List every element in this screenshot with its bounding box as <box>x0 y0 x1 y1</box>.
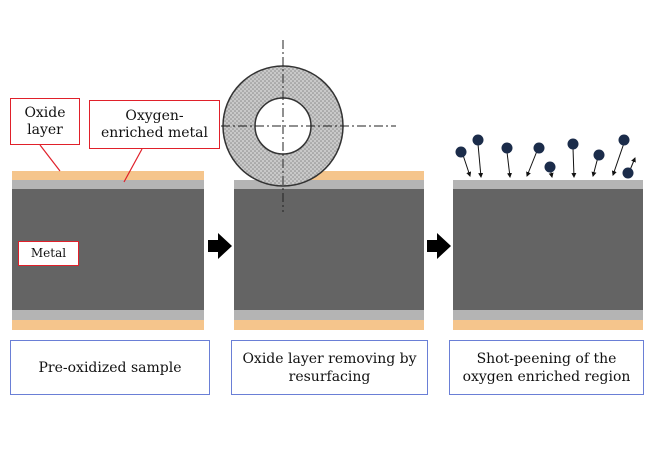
top-oxygen-layer <box>453 180 643 189</box>
shot-ball-icon <box>593 149 605 161</box>
shot-ball-icon <box>472 134 484 146</box>
shot-ball-icon <box>567 138 579 150</box>
arrow-right-icon <box>208 233 232 259</box>
bottom-oxide-layer <box>12 320 204 330</box>
oxide-layer-label: Oxide layer <box>10 98 80 145</box>
top-oxide-layer <box>12 171 204 180</box>
shot-ball-icon <box>533 142 545 154</box>
shot-stream <box>455 134 636 179</box>
arrow-right-icon <box>427 233 451 259</box>
top-oxygen-layer <box>12 180 204 189</box>
metal-core <box>234 189 424 310</box>
sample-panel-2 <box>234 171 424 330</box>
caption-pre-oxidized: Pre-oxidized sample <box>10 340 210 395</box>
shot-ball-icon <box>455 146 467 158</box>
top-oxygen-layer <box>276 180 424 189</box>
grinding-wheel-icon <box>221 40 396 212</box>
caption-shot-peening: Shot-peening of the oxygen enriched regi… <box>449 340 644 395</box>
top-oxygen-layer <box>234 180 276 189</box>
bottom-oxide-layer <box>234 320 424 330</box>
bottom-oxygen-layer <box>453 310 643 320</box>
metal-label: Metal <box>18 241 79 266</box>
oxide-callout-line <box>39 144 61 172</box>
bottom-oxygen-layer <box>12 310 204 320</box>
metal-core <box>453 189 643 310</box>
bottom-oxide-layer <box>453 320 643 330</box>
shot-ball-icon <box>618 134 630 146</box>
oxygen-enriched-label: Oxygen- enriched metal <box>89 100 220 149</box>
shot-ball-icon <box>501 142 513 154</box>
caption-resurfacing: Oxide layer removing by resurfacing <box>231 340 428 395</box>
top-oxide-layer <box>276 171 424 180</box>
bottom-oxygen-layer <box>234 310 424 320</box>
oxygen-callout-line <box>123 148 143 183</box>
shot-ball-icon <box>544 161 556 173</box>
sample-panel-3 <box>453 180 643 330</box>
shot-ball-icon <box>622 167 634 179</box>
